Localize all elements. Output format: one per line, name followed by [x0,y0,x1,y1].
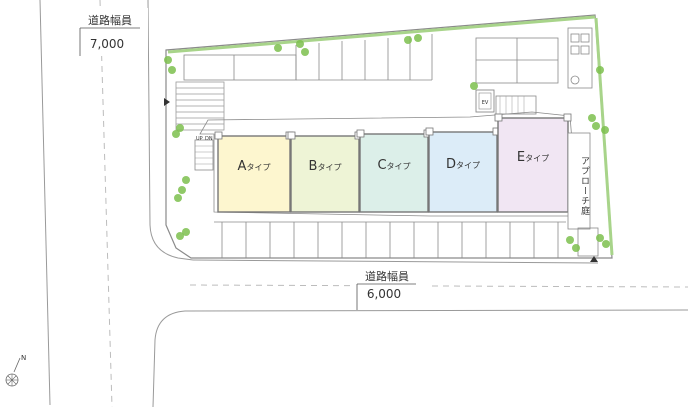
approach-garden: アプローチ庭 [567,132,591,230]
compass-north-label: N [21,354,26,362]
elevator-label: EV [482,100,489,106]
tree-icon [178,186,186,194]
unit-e-room: Eタイプ [494,113,572,213]
trees-layer [164,34,610,252]
unit-suffix: タイプ [317,163,341,172]
unit-a-room: Aタイプ [214,131,294,213]
column [356,129,365,138]
south-parking [214,221,599,258]
tree-icon [602,240,610,248]
north-parking [183,27,593,89]
south-road-width: 6,000 [367,287,401,301]
column [494,113,503,122]
unit-fill [497,117,569,213]
tree-icon [470,82,478,90]
unit-letter: E [517,150,525,165]
approach-garden-label: アプローチ庭 [579,156,590,216]
tree-icon [596,234,604,242]
west-road-width: 7,000 [90,37,124,51]
elevator: EV [475,89,537,115]
tree-icon [182,176,190,184]
tree-icon [164,56,172,64]
south-road [152,259,688,407]
column [563,113,572,122]
unit-letter: A [238,159,247,174]
south-entrance-arrow [590,256,598,262]
unit-c-room: Cタイプ [356,129,432,213]
site-boundary [165,14,613,259]
unit-letter: D [446,157,456,172]
unit-suffix: タイプ [456,161,480,170]
unit-letter: B [309,159,318,174]
tree-icon [572,244,580,252]
west-road-title: 道路幅員 [88,13,132,27]
east-hedge [594,17,614,256]
column [425,127,434,136]
column [287,131,296,140]
bicycle-parking [175,81,225,131]
compass-icon: N [5,354,26,387]
unit-label: Cタイプ [377,158,410,173]
unit-label: Bタイプ [309,159,342,174]
unit-suffix: タイプ [387,162,411,171]
tree-icon [592,122,600,130]
unit-d-room: Dタイプ [425,127,501,213]
unit-b-room: Bタイプ [287,131,363,213]
stair-down-label: DN [205,136,213,142]
tree-icon [176,232,184,240]
tree-icon [301,48,309,56]
tree-icon [168,66,176,74]
unit-fill [217,135,291,213]
unit-letter: C [377,158,386,173]
west-road [39,0,194,407]
west-road-label: 道路幅員 7,000 [74,8,148,56]
tree-icon [296,40,304,48]
tree-icon [588,114,596,122]
west-entrance-arrow [164,98,170,106]
tree-icon [274,44,282,52]
unit-suffix: タイプ [246,163,270,172]
unit-label: Aタイプ [238,159,271,174]
tree-icon [404,36,412,44]
unit-fill [359,133,429,213]
unit-fill [290,135,360,213]
tree-icon [414,34,422,42]
unit-label: Eタイプ [517,150,549,165]
tree-icon [172,130,180,138]
tree-icon [174,194,182,202]
unit-fill [428,131,498,213]
tree-icon [601,126,609,134]
stair-up-label: UP [196,136,203,142]
south-road-title: 道路幅員 [365,269,409,283]
north-hedge [167,15,596,54]
tree-icon [566,236,574,244]
tree-icon [182,228,190,236]
tree-icon [176,124,184,132]
tree-icon [596,66,604,74]
staircase: UP DN [194,136,214,171]
column [214,131,223,140]
south-road-label: 道路幅員 6,000 [354,264,428,310]
unit-label: Dタイプ [446,157,480,172]
unit-suffix: タイプ [525,154,549,163]
